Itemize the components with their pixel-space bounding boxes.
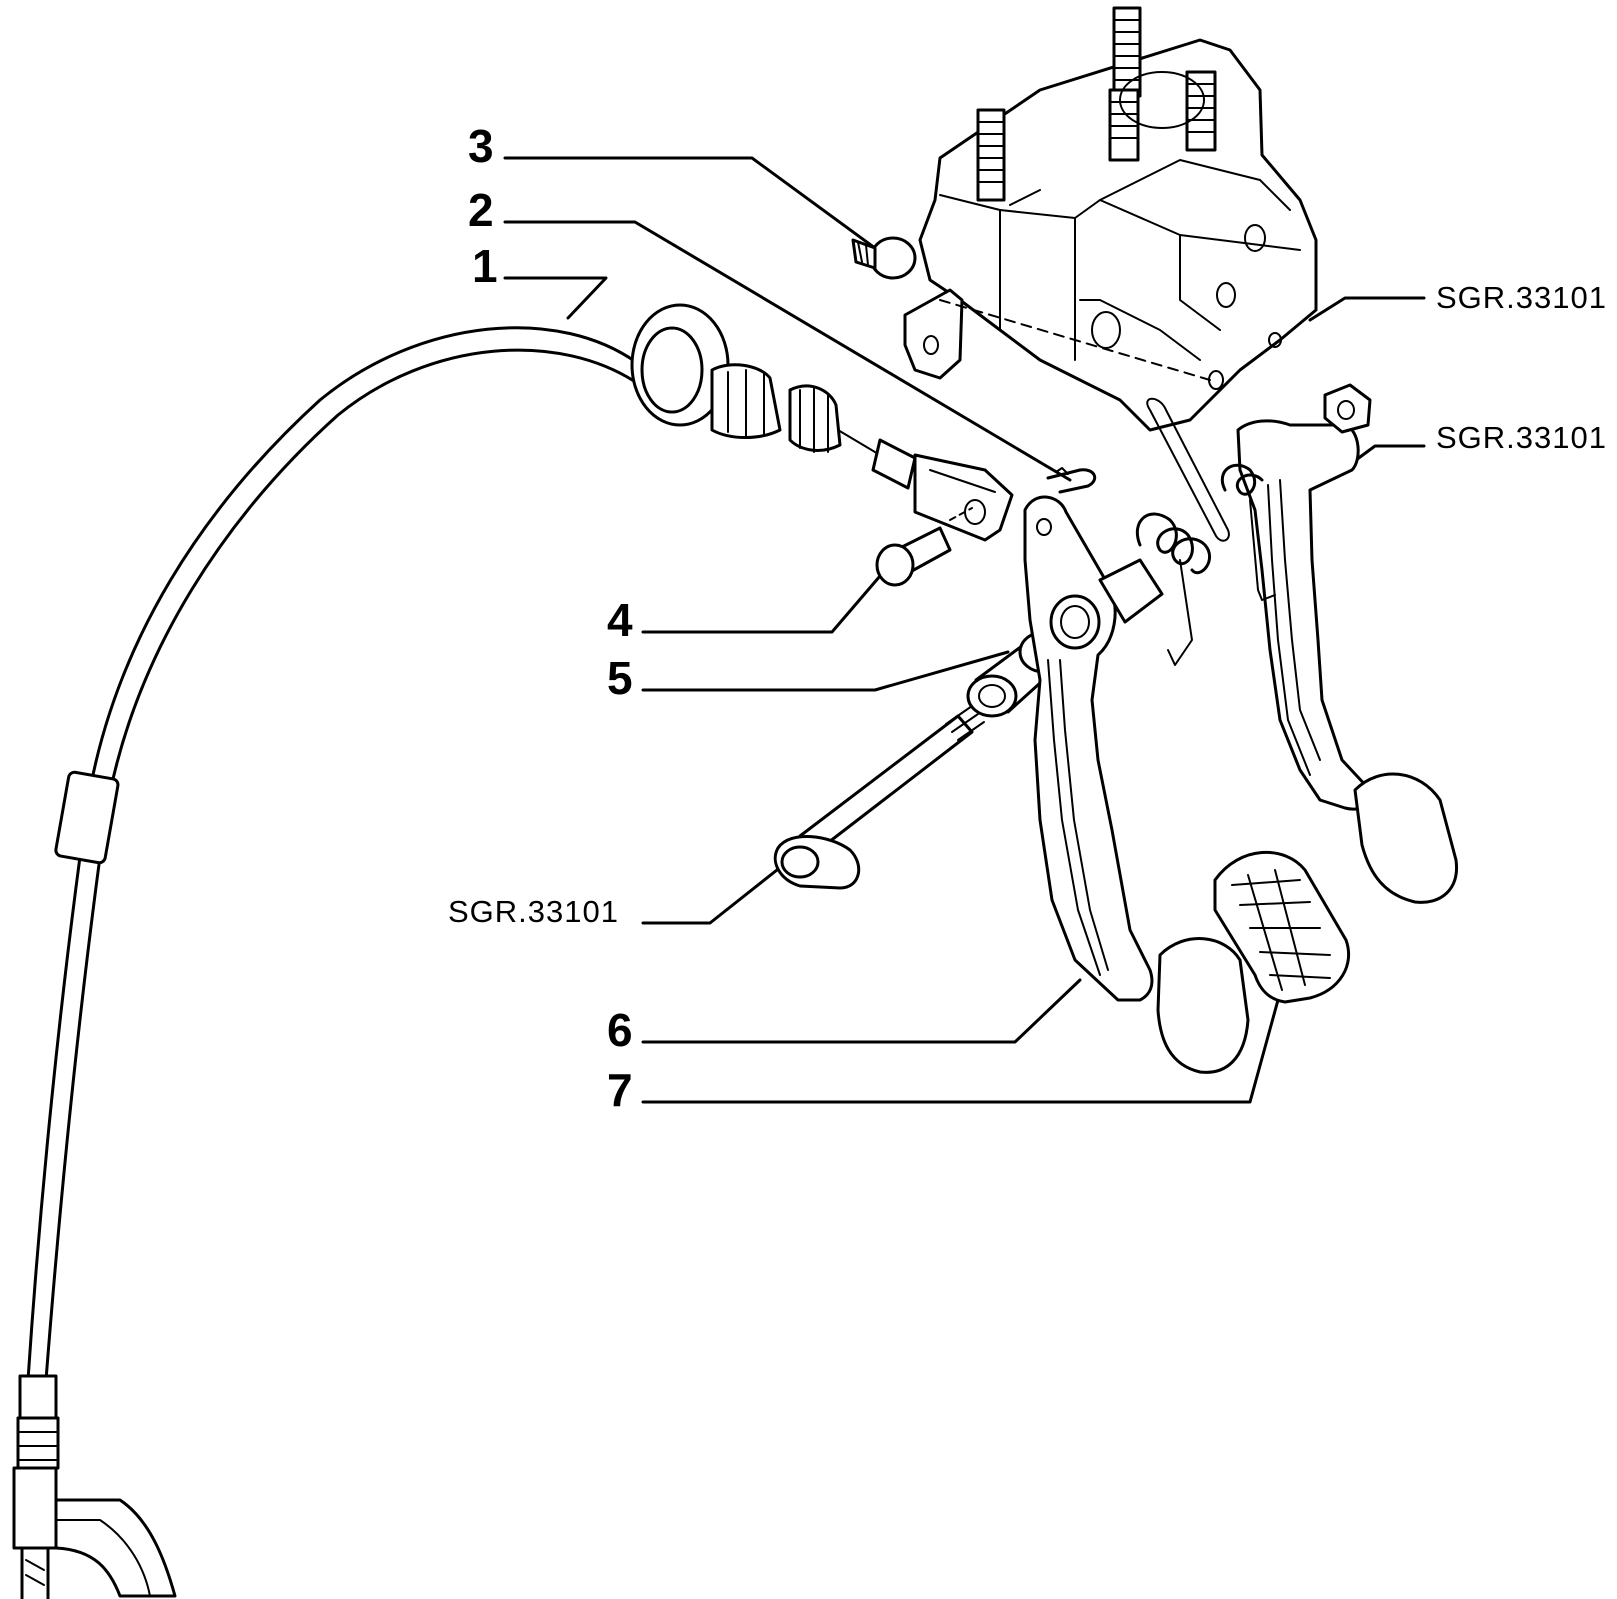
pedal-bracket	[903, 6, 1318, 432]
leader-line-4	[641, 574, 882, 634]
reference-label-bracket: SGR.33101	[1436, 280, 1607, 315]
part-6-clutch-pedal	[1023, 495, 1250, 1074]
leader-line-1	[503, 276, 608, 320]
callout-label-2: 2	[468, 184, 494, 236]
brake-pedal	[1236, 383, 1458, 904]
leader-line-pivot-ref	[641, 864, 784, 925]
pivot-bolt	[773, 705, 985, 890]
leader-line-bracket-ref	[1308, 296, 1426, 322]
part-7-pedal-pad-rubber	[1213, 850, 1351, 1004]
leader-line-7	[641, 998, 1280, 1104]
callout-label-3: 3	[468, 120, 494, 172]
leader-line-3	[503, 156, 907, 272]
part-2-clip	[1046, 467, 1097, 494]
reference-label-pivot-bolt: SGR.33101	[448, 894, 619, 929]
leader-line-6	[641, 978, 1082, 1044]
leader-line-5	[641, 650, 1010, 692]
leader-line-2	[503, 220, 1072, 482]
callout-label-4: 4	[607, 594, 633, 646]
return-spring	[1135, 397, 1276, 666]
callout-label-5: 5	[607, 652, 633, 704]
part-3-bump-stop	[851, 236, 917, 280]
part-1-clutch-cable	[12, 303, 917, 1599]
callout-label-6: 6	[607, 1004, 633, 1056]
callout-label-1: 1	[472, 240, 498, 292]
part-4-clevis-pin	[875, 507, 973, 587]
callout-label-7: 7	[607, 1064, 633, 1116]
reference-label-brake-pedal: SGR.33101	[1436, 420, 1607, 455]
clevis-fork	[913, 453, 1014, 542]
